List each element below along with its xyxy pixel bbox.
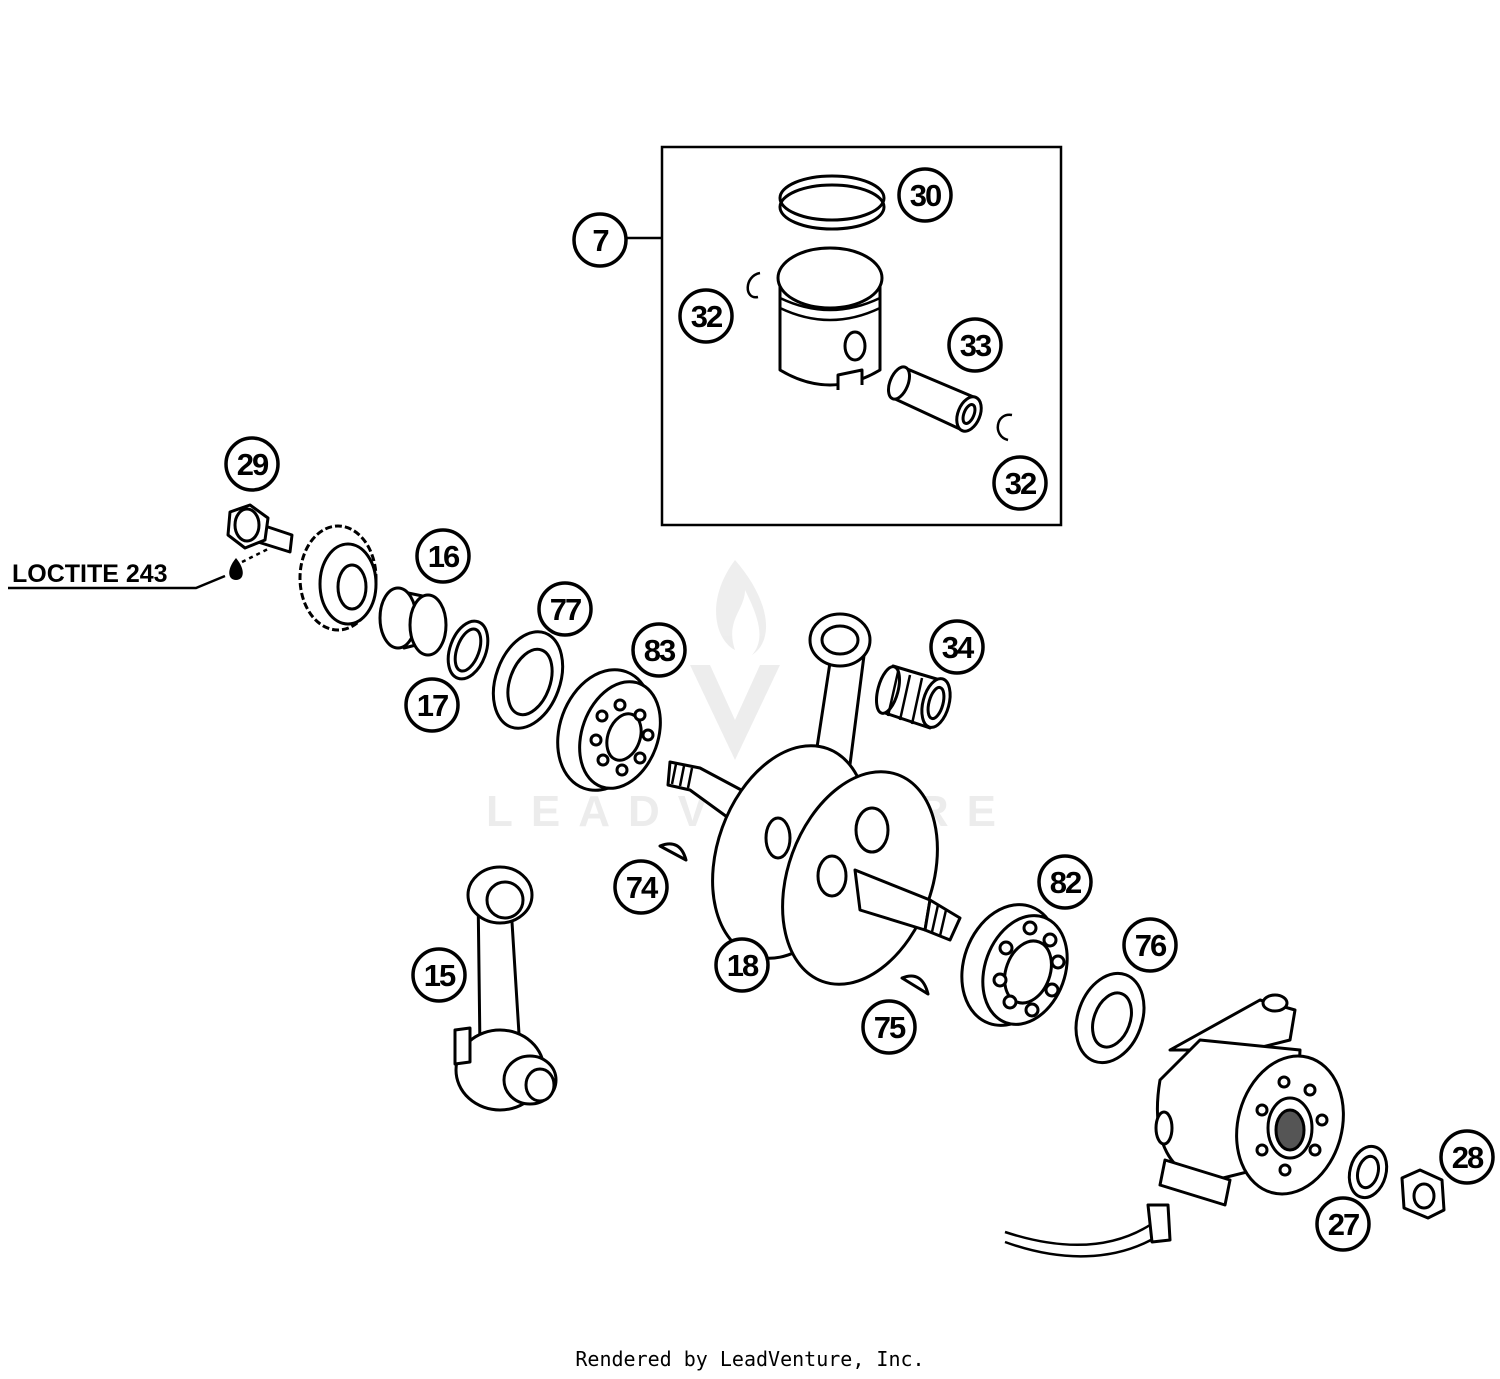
piston-ring-part — [778, 174, 886, 231]
svg-text:75: 75 — [874, 1010, 906, 1045]
svg-text:15: 15 — [424, 958, 456, 993]
callout-75[interactable]: 75 — [861, 999, 917, 1055]
shaft-seal-right-part — [1074, 971, 1146, 1065]
callout-28[interactable]: 28 — [1439, 1129, 1495, 1185]
svg-text:74: 74 — [626, 870, 659, 905]
svg-text:16: 16 — [428, 539, 460, 574]
rotor-nut-part — [1400, 1168, 1446, 1220]
callout-29[interactable]: 29 — [224, 436, 280, 492]
loctite-note: LOCTITE 243 — [12, 560, 168, 588]
ignition-rotor-part — [1004, 993, 1345, 1258]
callout-27[interactable]: 27 — [1315, 1196, 1371, 1252]
svg-text:28: 28 — [1452, 1140, 1484, 1175]
svg-text:83: 83 — [644, 633, 676, 668]
callout-7[interactable]: 7 — [572, 212, 628, 268]
callout-74[interactable]: 74 — [613, 859, 669, 915]
circlip-right-part — [996, 413, 1013, 442]
piston-kit-group — [627, 145, 1063, 527]
svg-text:77: 77 — [550, 592, 581, 627]
callout-15[interactable]: 15 — [411, 947, 467, 1003]
svg-text:76: 76 — [1135, 928, 1167, 963]
svg-text:32: 32 — [1005, 466, 1036, 501]
svg-text:32: 32 — [691, 299, 722, 334]
callout-32-piston[interactable]: 32 — [678, 288, 734, 344]
shim-washer-part — [446, 619, 490, 681]
svg-text:29: 29 — [237, 447, 269, 482]
ball-bearing-left-part — [556, 668, 662, 792]
spacer-sleeve-part — [378, 586, 448, 657]
svg-text:7: 7 — [592, 223, 608, 258]
callout-76[interactable]: 76 — [1122, 917, 1178, 973]
svg-text:33: 33 — [960, 328, 992, 363]
callout-18[interactable]: 18 — [714, 937, 770, 993]
svg-text:30: 30 — [910, 178, 941, 213]
svg-text:17: 17 — [417, 688, 448, 723]
primary-gear-part — [298, 524, 378, 632]
svg-text:27: 27 — [1328, 1207, 1359, 1242]
gear-bolt-part — [226, 503, 294, 554]
ball-bearing-right-part — [960, 903, 1069, 1027]
footer-credit: Rendered by LeadVenture, Inc. — [575, 1347, 924, 1371]
loctite-drop-icon — [229, 558, 243, 580]
rotor-washer-part — [1347, 1144, 1389, 1200]
piston-part — [776, 246, 884, 390]
needle-bearing-part — [875, 664, 952, 730]
callout-33[interactable]: 33 — [947, 317, 1003, 373]
callout-30[interactable]: 30 — [897, 167, 953, 223]
circlip-left-part — [746, 271, 761, 299]
callout-77[interactable]: 77 — [537, 581, 593, 637]
callout-16[interactable]: 16 — [415, 528, 471, 584]
callout-83[interactable]: 83 — [631, 622, 687, 678]
callout-82[interactable]: 82 — [1037, 854, 1093, 910]
callout-17[interactable]: 17 — [404, 677, 460, 733]
svg-text:82: 82 — [1050, 865, 1081, 900]
callout-32-pin[interactable]: 32 — [992, 455, 1048, 511]
woodruff-key-left-part — [658, 842, 688, 862]
connecting-rod-part — [453, 865, 558, 1112]
svg-text:18: 18 — [727, 948, 759, 983]
svg-text:34: 34 — [942, 630, 975, 665]
shaft-seal-left-part — [491, 630, 565, 730]
callouts: 7 30 32 33 32 29 16 77 — [224, 167, 1495, 1252]
piston-pin-part — [887, 365, 983, 433]
woodruff-key-right-part — [900, 974, 930, 996]
callout-34[interactable]: 34 — [929, 619, 985, 675]
piston-kit-frame — [660, 145, 1063, 527]
